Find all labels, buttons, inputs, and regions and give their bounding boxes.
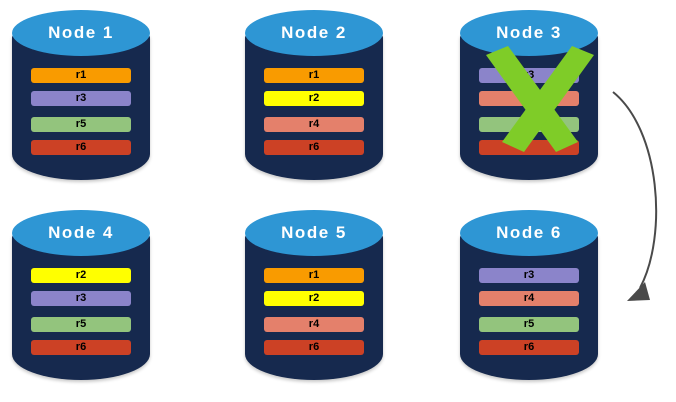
replica-bar[interactable]: r3 — [31, 291, 131, 306]
cylinder-body — [245, 32, 383, 180]
replica-bar[interactable]: r5 — [31, 117, 131, 132]
replica-bar[interactable]: r6 — [264, 140, 364, 155]
node-title: Node 5 — [281, 223, 347, 242]
replica-label: r6 — [523, 341, 535, 353]
replica-list: r1 r2 r4 r6 — [264, 68, 364, 155]
replica-bar[interactable]: r5 — [479, 317, 579, 332]
replica-bar[interactable]: r1 — [264, 268, 364, 283]
replica-label: r3 — [523, 69, 535, 81]
replica-bar[interactable]: r6 — [31, 140, 131, 155]
replica-label: r2 — [75, 269, 87, 281]
replica-bar[interactable]: r3 — [479, 268, 579, 283]
replica-bar[interactable]: r2 — [264, 291, 364, 306]
replica-list: r2 r3 r5 r6 — [31, 268, 131, 355]
replica-label: r5 — [75, 118, 87, 130]
replica-label: r4 — [523, 292, 535, 304]
cylinder-body — [12, 232, 150, 380]
cylinder-body — [460, 232, 598, 380]
replica-list: r3 r4 r5 r6 — [479, 268, 579, 355]
replica-label: r2 — [308, 92, 320, 104]
node-title: Node 1 — [48, 23, 114, 42]
replica-bar[interactable]: r4 — [264, 117, 364, 132]
replica-list: r1 r2 r4 r6 — [264, 268, 364, 355]
node-title: Node 3 — [496, 23, 562, 42]
replica-bar[interactable] — [479, 117, 579, 132]
replica-label: r4 — [308, 118, 320, 130]
replica-bar[interactable]: r1 — [31, 68, 131, 83]
replica-bar[interactable]: r6 — [264, 340, 364, 355]
replica-bar[interactable] — [479, 140, 579, 155]
replica-label: r1 — [308, 269, 320, 281]
replica-label: r3 — [523, 269, 535, 281]
replica-bar[interactable]: r2 — [264, 91, 364, 106]
replica-label: r2 — [308, 292, 320, 304]
replica-bar[interactable]: r1 — [264, 68, 364, 83]
replica-label: r6 — [75, 341, 87, 353]
node-5[interactable]: Node 5 r1 r2 r4 r6 — [245, 210, 383, 390]
replica-bar[interactable]: r5 — [31, 317, 131, 332]
replica-label: r5 — [75, 318, 87, 330]
node-4[interactable]: Node 4 r2 r3 r5 r6 — [12, 210, 150, 390]
node-3[interactable]: Node 3 r3 — [460, 10, 598, 190]
node-title: Node 2 — [281, 23, 347, 42]
cylinder-body — [12, 32, 150, 180]
replica-bar[interactable]: r3 — [31, 91, 131, 106]
cylinder-top-ellipse — [245, 210, 383, 256]
node-2[interactable]: Node 2 r1 r2 r4 r6 — [245, 10, 383, 190]
replica-label: r1 — [75, 69, 87, 81]
replica-bar[interactable]: r3 — [479, 68, 579, 83]
node-6[interactable]: Node 6 r3 r4 r5 r6 — [460, 210, 598, 390]
cylinder-top-ellipse — [12, 10, 150, 56]
replica-list: r1 r3 r5 r6 — [31, 68, 131, 155]
replica-bar[interactable]: r4 — [479, 291, 579, 306]
replica-label: r3 — [75, 292, 87, 304]
replica-bar[interactable]: r6 — [479, 340, 579, 355]
replica-list: r3 — [479, 68, 579, 155]
replica-label: r3 — [75, 92, 87, 104]
cylinder-top-ellipse — [245, 10, 383, 56]
replica-label: r6 — [308, 141, 320, 153]
node-1[interactable]: Node 1 r1 r3 r5 r6 — [12, 10, 150, 190]
node-title: Node 6 — [496, 223, 562, 242]
replica-label: r5 — [523, 318, 535, 330]
replica-bar[interactable]: r4 — [264, 317, 364, 332]
node-title: Node 4 — [48, 223, 114, 242]
cylinder-top-ellipse — [12, 210, 150, 256]
replica-label: r1 — [308, 69, 320, 81]
replica-bar[interactable]: r6 — [31, 340, 131, 355]
cylinder-body — [245, 232, 383, 380]
cylinder-top-ellipse — [460, 210, 598, 256]
replica-bar[interactable]: r2 — [31, 268, 131, 283]
replica-label: r6 — [75, 141, 87, 153]
replica-label: r6 — [308, 341, 320, 353]
replica-label: r4 — [308, 318, 320, 330]
replica-bar[interactable] — [479, 91, 579, 106]
